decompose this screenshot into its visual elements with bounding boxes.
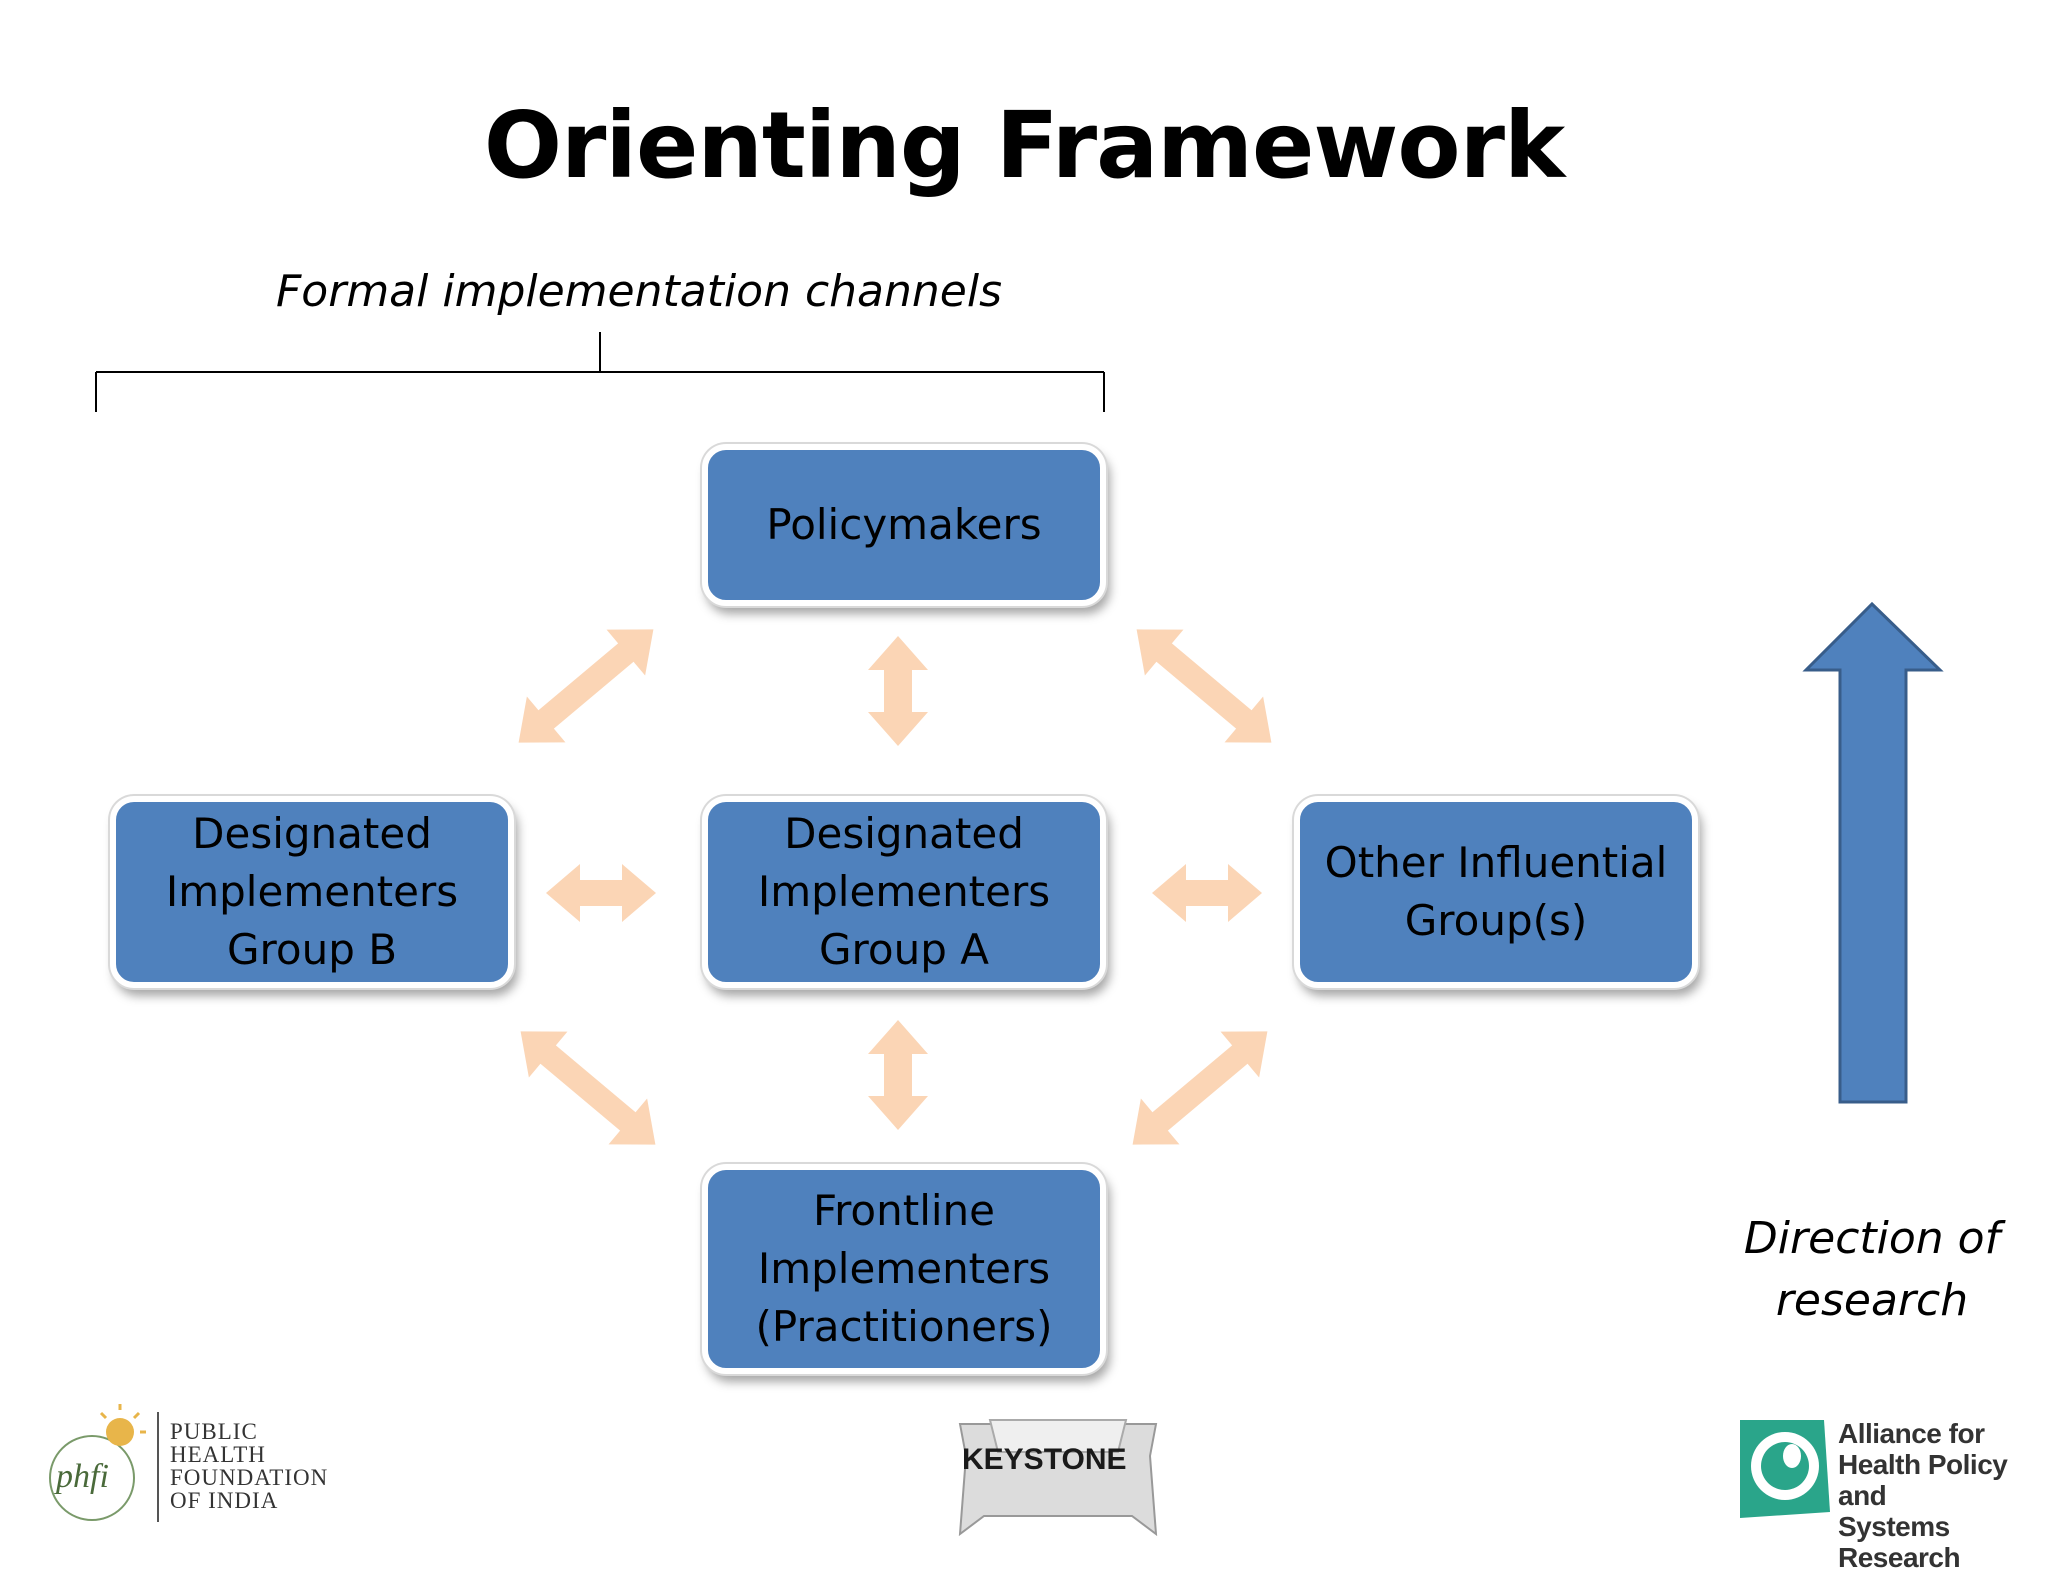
phfi-logo-text: PUBLIC HEALTH FOUNDATION OF INDIA xyxy=(170,1419,329,1513)
node-group-a: Designated Implementers Group A xyxy=(702,796,1106,988)
bracket-label: Formal implementation channels xyxy=(276,266,1002,317)
arrow-policymakers-groupa xyxy=(868,636,928,746)
keystone-logo-text: KEYSTONE xyxy=(962,1443,1127,1476)
keystone-logo-icon xyxy=(958,1419,1158,1536)
formal-channels-bracket xyxy=(95,332,1105,412)
node-policymakers: Policymakers xyxy=(702,444,1106,606)
direction-arrow xyxy=(1802,601,1944,1104)
arrow-other-frontline xyxy=(1132,1031,1268,1145)
node-group-b-label: Designated Implementers Group B xyxy=(165,809,459,974)
arrow-policymakers-groupb xyxy=(518,629,654,743)
slide-title: Orienting Framework xyxy=(483,92,1565,199)
arrow-policymakers-other xyxy=(1136,629,1272,743)
arrow-groupb-groupa xyxy=(546,864,656,922)
arrow-groupa-other xyxy=(1152,864,1262,922)
node-other-influential: Other Influential Group(s) xyxy=(1294,796,1698,988)
arrow-groupa-frontline xyxy=(868,1020,928,1130)
node-frontline: Frontline Implementers (Practitioners) xyxy=(702,1164,1106,1374)
diagram-canvas xyxy=(49,332,1944,1536)
node-other-influential-label: Other Influential Group(s) xyxy=(1324,838,1668,945)
node-frontline-label: Frontline Implementers (Practitioners) xyxy=(755,1186,1053,1351)
direction-label: Direction of research xyxy=(1743,1213,2001,1326)
node-policymakers-label: Policymakers xyxy=(766,500,1042,549)
node-group-a-label: Designated Implementers Group A xyxy=(757,809,1051,974)
phfi-mark-text: phfi xyxy=(56,1458,109,1495)
alliance-logo-text: Alliance for Health Policy and Systems R… xyxy=(1838,1418,2008,1573)
phfi-logo-icon xyxy=(49,1404,159,1522)
connector-arrows xyxy=(518,629,1272,1145)
alliance-logo-icon xyxy=(1740,1420,1830,1518)
arrow-groupb-frontline xyxy=(520,1031,656,1145)
node-group-b: Designated Implementers Group B xyxy=(110,796,514,988)
